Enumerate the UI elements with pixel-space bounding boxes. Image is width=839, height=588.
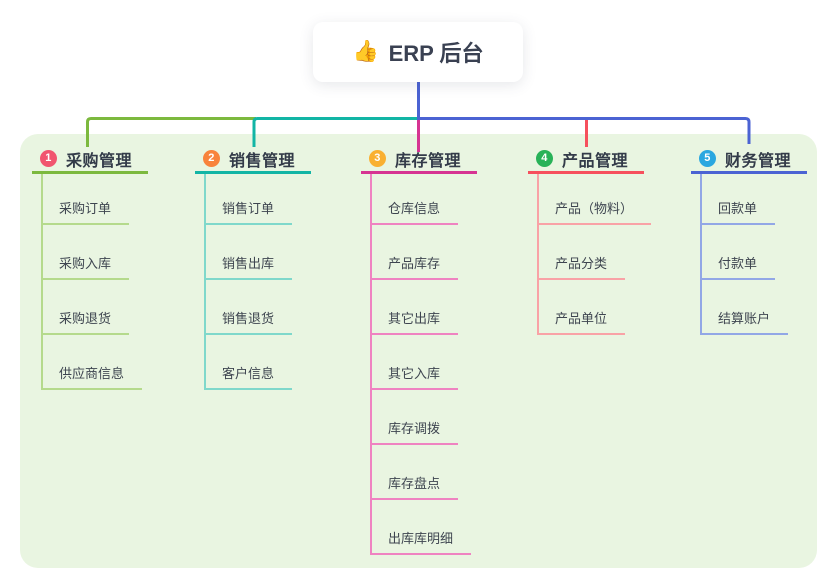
branch-header-finance[interactable]: 5 财务管理 [691,146,807,174]
child-node[interactable]: 供应商信息 [43,335,143,390]
child-node[interactable]: 产品单位 [539,280,626,335]
branch-children: 仓库信息 产品库存 其它出库 其它入库 库存调拨 库存盘点 出库库明细 [370,174,472,555]
child-node[interactable]: 客户信息 [206,335,293,390]
thumbs-up-icon: 👍 [352,40,379,63]
child-node[interactable]: 采购退货 [43,280,130,335]
branch-label: 产品管理 [562,152,629,170]
branch-sales: 2 销售管理 销售订单 销售出库 销售退货 客户信息 [195,146,311,390]
child-node[interactable]: 付款单 [702,225,776,280]
branch-header-purchase[interactable]: 1 采购管理 [32,146,148,174]
child-node[interactable]: 仓库信息 [372,174,459,225]
child-node[interactable]: 结算账户 [702,280,789,335]
branch-label: 库存管理 [395,152,462,170]
branch-header-inventory[interactable]: 3 库存管理 [361,146,477,174]
branch-number-badge: 3 [369,150,386,167]
branch-children: 采购订单 采购入库 采购退货 供应商信息 [41,174,143,390]
child-node[interactable]: 回款单 [702,174,776,225]
branch-header-product[interactable]: 4 产品管理 [528,146,644,174]
child-node[interactable]: 产品库存 [372,225,459,280]
branch-label: 财务管理 [725,152,792,170]
branch-number-badge: 4 [536,150,553,167]
child-node[interactable]: 采购入库 [43,225,130,280]
child-node[interactable]: 产品（物料） [539,174,652,225]
branch-number-badge: 2 [203,150,220,167]
branch-children: 回款单 付款单 结算账户 [700,174,789,335]
branch-inventory: 3 库存管理 仓库信息 产品库存 其它出库 其它入库 库存调拨 库存盘点 出库库… [361,146,477,555]
branch-label: 销售管理 [229,152,296,170]
child-node[interactable]: 销售退货 [206,280,293,335]
branch-children: 产品（物料） 产品分类 产品单位 [537,174,652,335]
child-node[interactable]: 其它出库 [372,280,459,335]
branch-finance: 5 财务管理 回款单 付款单 结算账户 [691,146,807,335]
child-node[interactable]: 库存调拨 [372,390,459,445]
root-title: ERP 后台 [388,41,484,66]
branch-children: 销售订单 销售出库 销售退货 客户信息 [204,174,293,390]
branches-panel [20,134,817,568]
child-node[interactable]: 库存盘点 [372,445,459,500]
branch-number-badge: 1 [40,150,57,167]
child-node[interactable]: 出库库明细 [372,500,472,555]
branch-label: 采购管理 [66,152,133,170]
root-node[interactable]: 👍 ERP 后台 [313,22,523,82]
child-node[interactable]: 产品分类 [539,225,626,280]
branch-number-badge: 5 [699,150,716,167]
child-node[interactable]: 其它入库 [372,335,459,390]
branch-header-sales[interactable]: 2 销售管理 [195,146,311,174]
child-node[interactable]: 采购订单 [43,174,130,225]
branch-purchase: 1 采购管理 采购订单 采购入库 采购退货 供应商信息 [32,146,148,390]
child-node[interactable]: 销售出库 [206,225,293,280]
branch-product: 4 产品管理 产品（物料） 产品分类 产品单位 [528,146,652,335]
child-node[interactable]: 销售订单 [206,174,293,225]
